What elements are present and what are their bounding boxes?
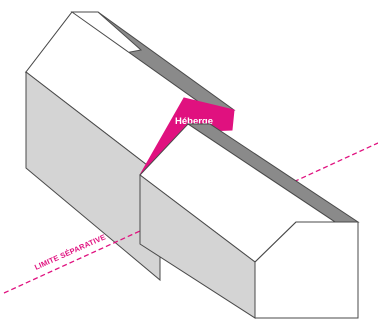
- heberge-label: Héberge: [175, 116, 213, 127]
- property-line-lower: [3, 230, 141, 294]
- back-house-side-wall: [25, 70, 161, 282]
- front-house-ridge-edge: [254, 221, 297, 263]
- limite-separative-label: LIMITE SÉPARATIVE: [33, 232, 107, 271]
- front-house-side-wall: [139, 173, 256, 319]
- front-house-gable-end: [254, 221, 359, 319]
- front-house: [139, 123, 360, 319]
